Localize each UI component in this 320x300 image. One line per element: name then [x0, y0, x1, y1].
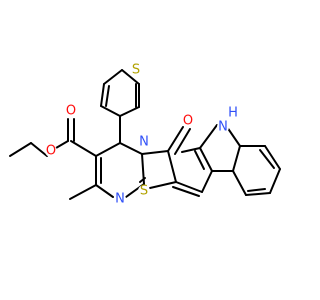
atom-label-n-indole: N: [218, 120, 228, 135]
atom-label-indole-hydrogen: H: [228, 106, 238, 121]
bond-line: [9, 142, 32, 157]
bond-line: [70, 140, 97, 157]
bond-line: [245, 192, 271, 196]
atom-label-background: [138, 185, 150, 197]
bond-line: [119, 142, 143, 155]
bond-line: [259, 149, 275, 169]
bond-line: [264, 145, 281, 170]
atom-label-background: [182, 115, 194, 127]
bond-line: [149, 181, 177, 189]
bond-line: [167, 126, 184, 152]
atom-label-s-thiazole: S: [140, 184, 148, 199]
bond-line: [174, 128, 191, 155]
atom-label-background: [217, 121, 229, 133]
bond-line: [119, 106, 140, 117]
bond-line: [199, 124, 218, 149]
atom-label-background: [65, 105, 77, 117]
bond-layer: [9, 69, 281, 200]
atom-label-n-imine: N: [115, 192, 125, 207]
bond-line: [167, 150, 177, 183]
bond-line: [121, 69, 140, 85]
bond-line: [69, 184, 97, 200]
bond-line: [175, 181, 203, 193]
bond-line: [269, 168, 281, 194]
bond-line: [199, 147, 213, 172]
atom-label-background: [130, 64, 142, 76]
bond-line: [103, 69, 123, 85]
bond-line: [232, 170, 247, 196]
bond-line: [30, 142, 48, 157]
bond-line: [201, 170, 213, 193]
bond-line: [141, 153, 145, 185]
atom-label-o-ketone: O: [183, 114, 193, 129]
atom-label-o-ester-carbonyl: O: [66, 104, 76, 119]
atom-label-background: [114, 193, 126, 205]
bond-line: [105, 85, 110, 107]
bond-line: [100, 83, 105, 107]
bond-line: [55, 140, 69, 149]
bond-line: [247, 188, 266, 192]
bond-line: [95, 184, 114, 198]
atom-label-background: [138, 136, 150, 148]
bond-line: [141, 150, 169, 155]
bond-line: [95, 142, 121, 157]
bond-line: [226, 126, 241, 147]
atom-label-n-ring-fused: N: [139, 135, 149, 150]
atom-label-s-thiophene: S: [132, 63, 140, 78]
bond-line: [194, 150, 205, 170]
bond-line: [232, 145, 241, 172]
bond-line: [172, 186, 200, 197]
atom-label-o-ester-ether: O: [46, 144, 56, 159]
bond-line: [181, 147, 201, 153]
atom-label-background: [45, 145, 57, 157]
bond-line: [100, 105, 121, 117]
